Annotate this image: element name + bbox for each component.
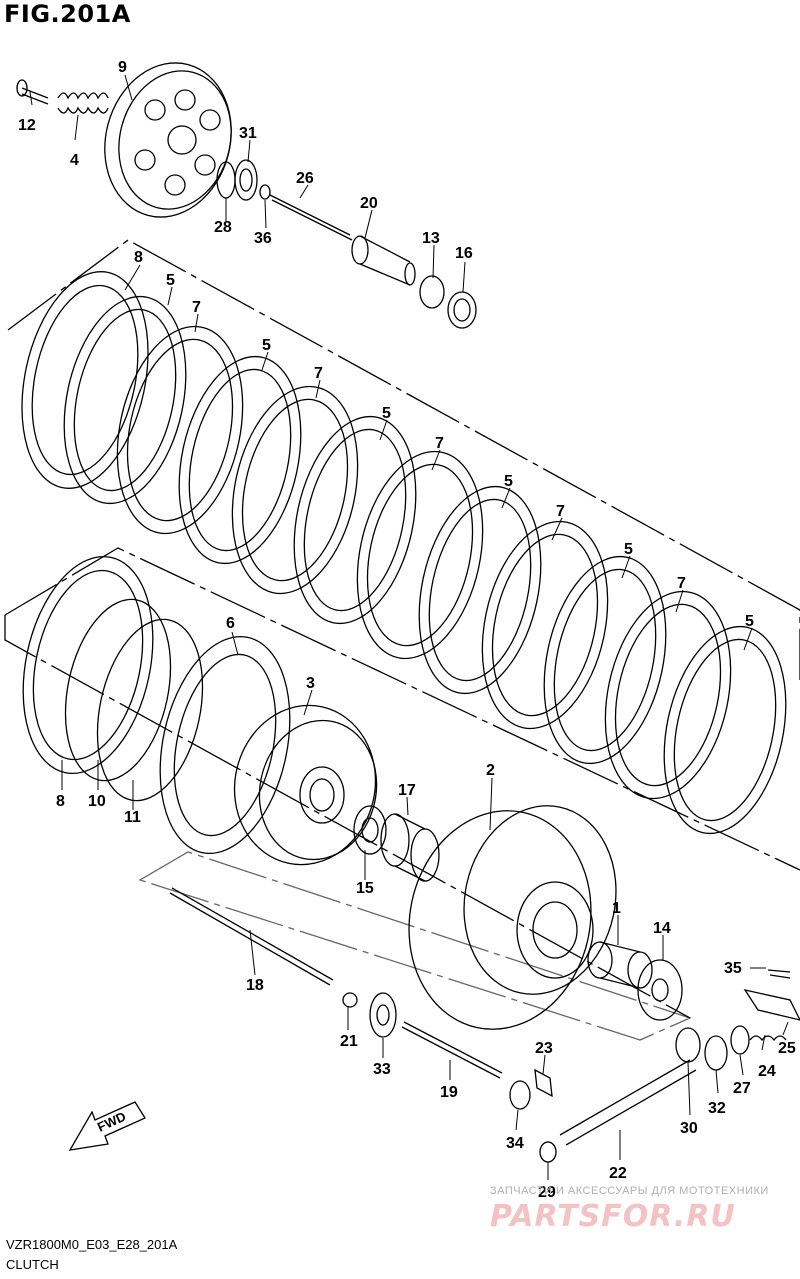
rod-bearing (509, 1080, 531, 1110)
bearing-inner (239, 168, 253, 192)
callout-20: 20 (360, 195, 378, 212)
callout-26: 26 (296, 170, 314, 187)
callout-30: 30 (680, 1120, 698, 1137)
figure-code: VZR1800M0_E03_E28_201A (6, 1237, 178, 1252)
callout-24: 24 (758, 1063, 776, 1080)
clutch-nut (419, 275, 445, 309)
thrust-washer (353, 805, 387, 855)
shaft-oil-seal (704, 1035, 728, 1071)
callout-2: 2 (486, 762, 495, 779)
watermark-logo: PARTSFOR.RU (490, 1199, 736, 1234)
dowel-pin (534, 1068, 553, 1098)
lever-bolt (767, 969, 791, 979)
thrust-washer-2 (637, 959, 683, 1021)
callout-6: 6 (226, 615, 235, 632)
figure-title: FIG.201A (4, 0, 131, 28)
callout-34: 34 (506, 1135, 524, 1152)
callout-11: 11 (124, 809, 141, 826)
callout-19: 19 (440, 1084, 458, 1101)
return-spring (749, 1035, 787, 1042)
callout-5-d: 5 (504, 473, 513, 490)
push-rod-short (401, 1021, 503, 1079)
callout-5-f: 5 (745, 613, 754, 630)
push-rod-long (169, 887, 334, 986)
callout-17: 17 (398, 782, 416, 799)
oil-seal (369, 992, 397, 1038)
callout-8-upper: 8 (134, 249, 143, 266)
callout-12: 12 (18, 117, 36, 134)
callout-33: 33 (373, 1061, 391, 1078)
callout-7-b: 7 (314, 365, 323, 382)
callout-7-e: 7 (677, 575, 686, 592)
callout-1: 1 (612, 900, 621, 917)
callout-5-a: 5 (166, 272, 175, 289)
needle-bearing-2 (675, 1027, 701, 1063)
steel-ball (342, 992, 358, 1008)
release-lever (743, 989, 800, 1021)
spacer-sleeve (587, 941, 653, 989)
upper-plate-stack (21, 271, 787, 835)
plate-group-box-lower-bottom (4, 615, 691, 1019)
callout-8-lower: 8 (56, 793, 65, 810)
callout-18: 18 (246, 977, 264, 994)
shaft-washer (730, 1025, 750, 1055)
callout-5-b: 5 (262, 337, 271, 354)
callout-7-d: 7 (556, 503, 565, 520)
callout-23: 23 (535, 1040, 553, 1057)
callout-7-c: 7 (435, 435, 444, 452)
callout-29: 29 (538, 1184, 556, 1201)
pressure-plate (104, 62, 232, 218)
figure-name: CLUTCH (6, 1257, 59, 1272)
callout-15: 15 (356, 880, 374, 897)
nut (259, 184, 271, 200)
callout-27: 27 (733, 1080, 751, 1097)
callout-22: 22 (609, 1165, 627, 1182)
lock-washer (447, 291, 477, 329)
callout-5-c: 5 (382, 405, 391, 422)
spring (57, 92, 109, 114)
fwd-arrow (68, 1101, 146, 1151)
callout-35: 35 (724, 960, 742, 977)
clutch-hub (233, 704, 378, 866)
callout-16: 16 (455, 245, 473, 262)
lower-plate-stack (22, 555, 291, 855)
plate-group-box-upper (7, 239, 800, 680)
clutch-housing (408, 805, 617, 1030)
needle-bearing (380, 813, 440, 882)
callout-36: 36 (254, 230, 272, 247)
callout-10: 10 (88, 793, 106, 810)
shaft-group-box (138, 851, 692, 1041)
plate-group-box-lower (4, 547, 800, 871)
push-piece (351, 235, 416, 286)
bolt (16, 79, 49, 105)
release-shaft (559, 1059, 697, 1146)
callout-3: 3 (306, 675, 315, 692)
callout-13: 13 (422, 230, 440, 247)
bearing (234, 159, 258, 201)
callout-28: 28 (214, 219, 232, 236)
push-rod (269, 194, 353, 241)
callout-5-e: 5 (624, 541, 633, 558)
callout-31: 31 (239, 125, 257, 142)
callout-9: 9 (118, 59, 127, 76)
callout-25: 25 (778, 1040, 796, 1057)
callout-14: 14 (653, 920, 671, 937)
callout-32: 32 (708, 1100, 726, 1117)
washer (216, 161, 236, 199)
callout-7-a: 7 (192, 299, 201, 316)
callout-4: 4 (70, 152, 79, 169)
watermark-tagline: ЗАПЧАСТИ И АКСЕССУАРЫ ДЛЯ МОТОТЕХНИКИ (490, 1185, 769, 1197)
callout-21: 21 (340, 1033, 358, 1050)
